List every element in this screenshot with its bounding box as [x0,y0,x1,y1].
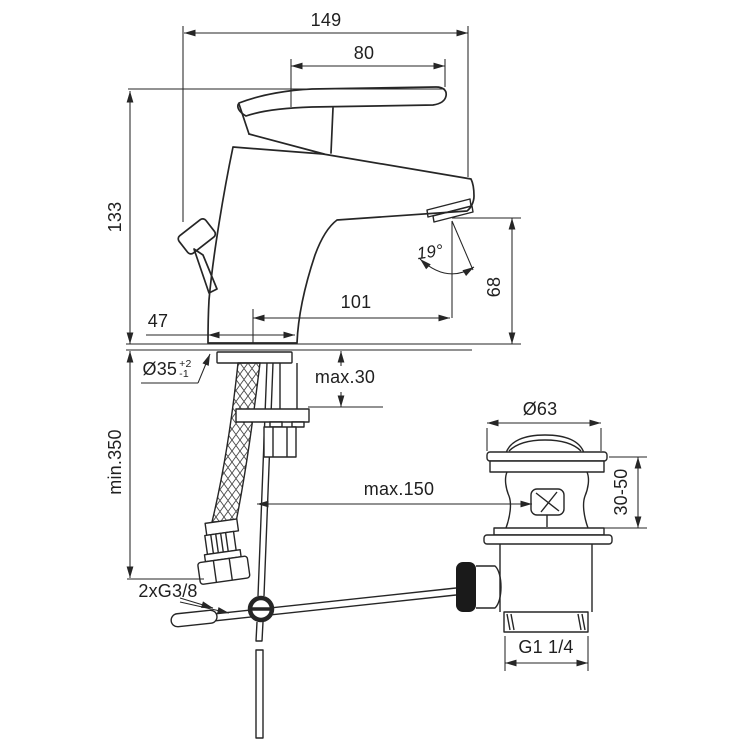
angle-19-label: 19° [415,240,445,264]
dim-149 [182,26,469,222]
dim-133-label: 133 [105,201,125,233]
pop-up-rod [255,362,274,739]
drain-locknut [483,527,613,545]
horizontal-lift-rod [175,587,457,626]
dia-35-label: Ø35+2-1 [142,358,192,380]
mounting-shank [279,363,298,409]
dim-min-350-label: min.350 [105,429,125,495]
angle-19-annotation [419,220,475,318]
thread-2xg38-label: 2xG3/8 [138,581,198,601]
dim-80 [290,59,446,107]
dim-30-50 [592,456,647,529]
rod-end-cap [170,609,218,628]
dim-149-label: 149 [310,10,342,30]
ball-joint-housing [476,565,502,609]
drain-body [504,471,590,529]
thread-2xg38-leaders [179,597,230,614]
ball-joint [456,562,476,612]
mounting-hex-nut [263,426,297,458]
faucet-handle [237,86,448,155]
dia-63-label: Ø63 [522,399,558,419]
dim-101-label: 101 [340,292,372,312]
base-mounting-flange [216,351,293,364]
drain-dome-cap [505,434,585,454]
dia-35-tol-plus: +2 [179,358,192,370]
dim-max-30-label: max.30 [314,367,376,387]
dia-35-leader [141,353,211,384]
lift-rod-linkage [170,562,502,628]
thread-g114-label: G1 1/4 [518,637,574,657]
dim-g1-1-4 [504,636,589,671]
mounting-washer-plate [235,408,310,428]
dia-35-value: Ø35 [142,359,178,379]
drain-window [530,488,565,527]
handle-side-knob [177,218,218,294]
dim-30-50-label: 30-50 [611,468,631,516]
dim-68 [452,217,521,344]
dim-max-30 [308,351,383,408]
dim-max-150-label: max.150 [363,479,435,499]
drain-tailpiece [499,544,593,633]
drain-flange [486,451,608,473]
dim-min-350 [126,351,204,580]
counter-lines [126,343,521,351]
dim-dia-63 [486,419,602,451]
spout-aerator [426,198,474,223]
braided-supply-hose [211,362,261,523]
dim-68-label: 68 [484,276,504,298]
dia-35-tol-minus: -1 [179,368,189,380]
dim-101 [252,309,450,343]
dia-35-tolerance: +2-1 [179,358,192,380]
dim-47-label: 47 [147,311,169,331]
hose-end-fitting [197,518,251,585]
dim-80-label: 80 [353,43,375,63]
